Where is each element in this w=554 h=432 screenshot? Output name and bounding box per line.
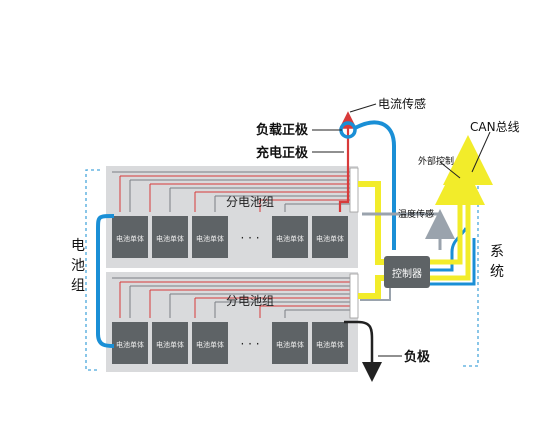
cell-label: 电池单体 (116, 234, 144, 243)
system-label-2: 统 (490, 264, 504, 280)
current-sensor-label: 电流传感 (378, 96, 426, 111)
controller-box (384, 256, 430, 288)
cell-label: 电池单体 (156, 234, 184, 243)
negative-label: 负极 (404, 349, 431, 365)
battery-group-label-2: 池 (71, 258, 85, 274)
cell-label: 电池单体 (116, 340, 144, 349)
battery-group-bracket (85, 169, 100, 371)
current-sensor-wire (354, 120, 396, 250)
positive-wire (338, 111, 357, 212)
sub-pack-top-label: 分电池组 (226, 195, 274, 209)
sub-pack-bottom-label: 分电池组 (226, 294, 274, 308)
controller-label: 控制器 (392, 267, 422, 280)
external-control-arrow-1 (430, 155, 485, 265)
can-wire-2 (430, 238, 476, 286)
yellow-line-bottom (358, 275, 384, 299)
ellipsis: · · · (240, 337, 259, 351)
can-bus-label: CAN总线 (470, 120, 520, 134)
cell-label: 电池单体 (316, 234, 344, 243)
cell-label: 电池单体 (196, 340, 224, 349)
external-control-arrow-2 (430, 135, 493, 281)
battery-group-label-1: 电 (71, 238, 85, 254)
cell-label: 电池单体 (316, 340, 344, 349)
charge-positive-label: 充电正极 (256, 145, 309, 161)
temp-sensor-label: 温度传感 (398, 208, 434, 220)
load-positive-label: 负载正极 (256, 122, 309, 138)
cell-label: 电池单体 (276, 340, 304, 349)
can-wire (430, 227, 468, 272)
controller-link (360, 288, 391, 301)
system-label-1: 系 (490, 244, 504, 260)
series-link-wire (96, 214, 115, 348)
cell-row-top: 电池单体 电池单体 电池单体 电池单体 电池单体 · · · (112, 216, 348, 258)
ellipsis: · · · (240, 231, 259, 245)
cell-row-bottom: 电池单体 电池单体 电池单体 电池单体 电池单体 · · · (112, 322, 348, 364)
cell-label: 电池单体 (276, 234, 304, 243)
yellow-line-top (358, 181, 384, 265)
battery-group-label-3: 组 (71, 278, 85, 294)
external-control-label: 外部控制 (418, 155, 454, 167)
negative-wire (344, 320, 382, 382)
cell-label: 电池单体 (196, 234, 224, 243)
cell-label: 电池单体 (156, 340, 184, 349)
